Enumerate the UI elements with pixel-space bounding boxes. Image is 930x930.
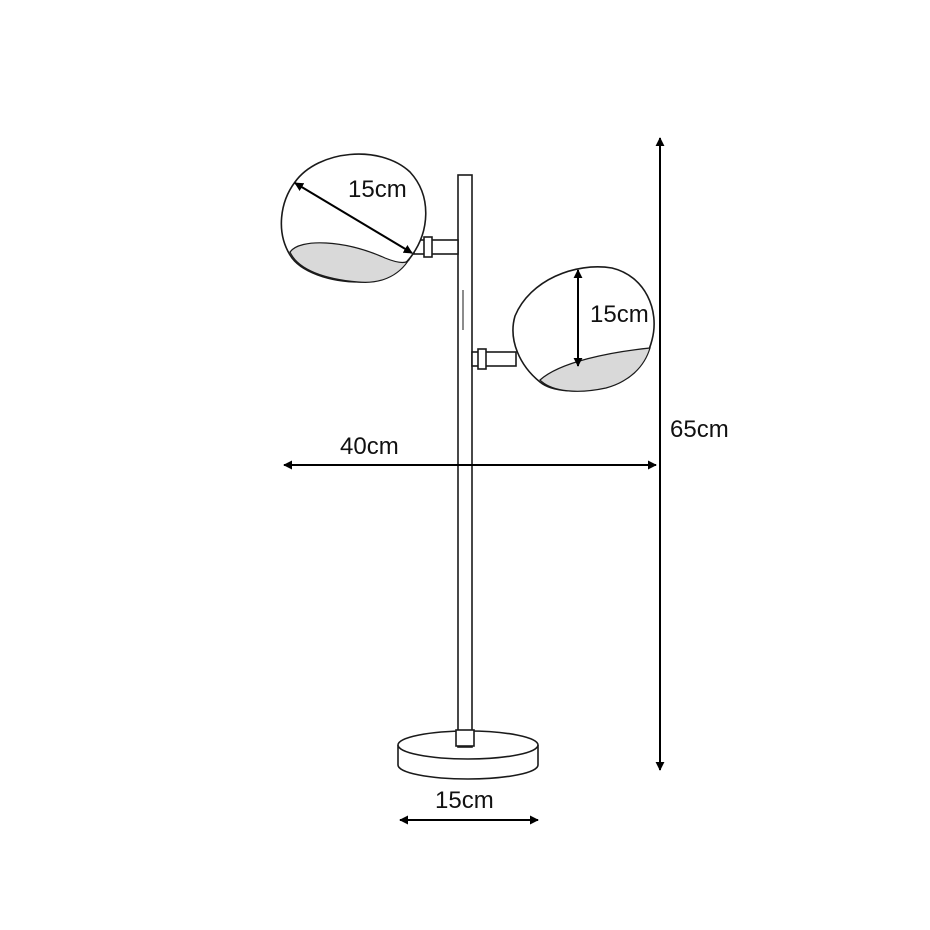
height-dimension-label: 65cm <box>670 416 729 443</box>
lower-shade-dimension-label: 15cm <box>590 301 649 328</box>
lower-lamp-shade <box>512 266 655 392</box>
base-dimension-label: 15cm <box>435 787 494 814</box>
upper-shade-dimension-line <box>294 182 413 254</box>
width-dimension-label: 40cm <box>340 433 399 460</box>
upper-shade-dimension-label: 15cm <box>348 176 407 203</box>
lower-shade-arm <box>471 348 517 370</box>
lamp-pole <box>455 174 475 748</box>
